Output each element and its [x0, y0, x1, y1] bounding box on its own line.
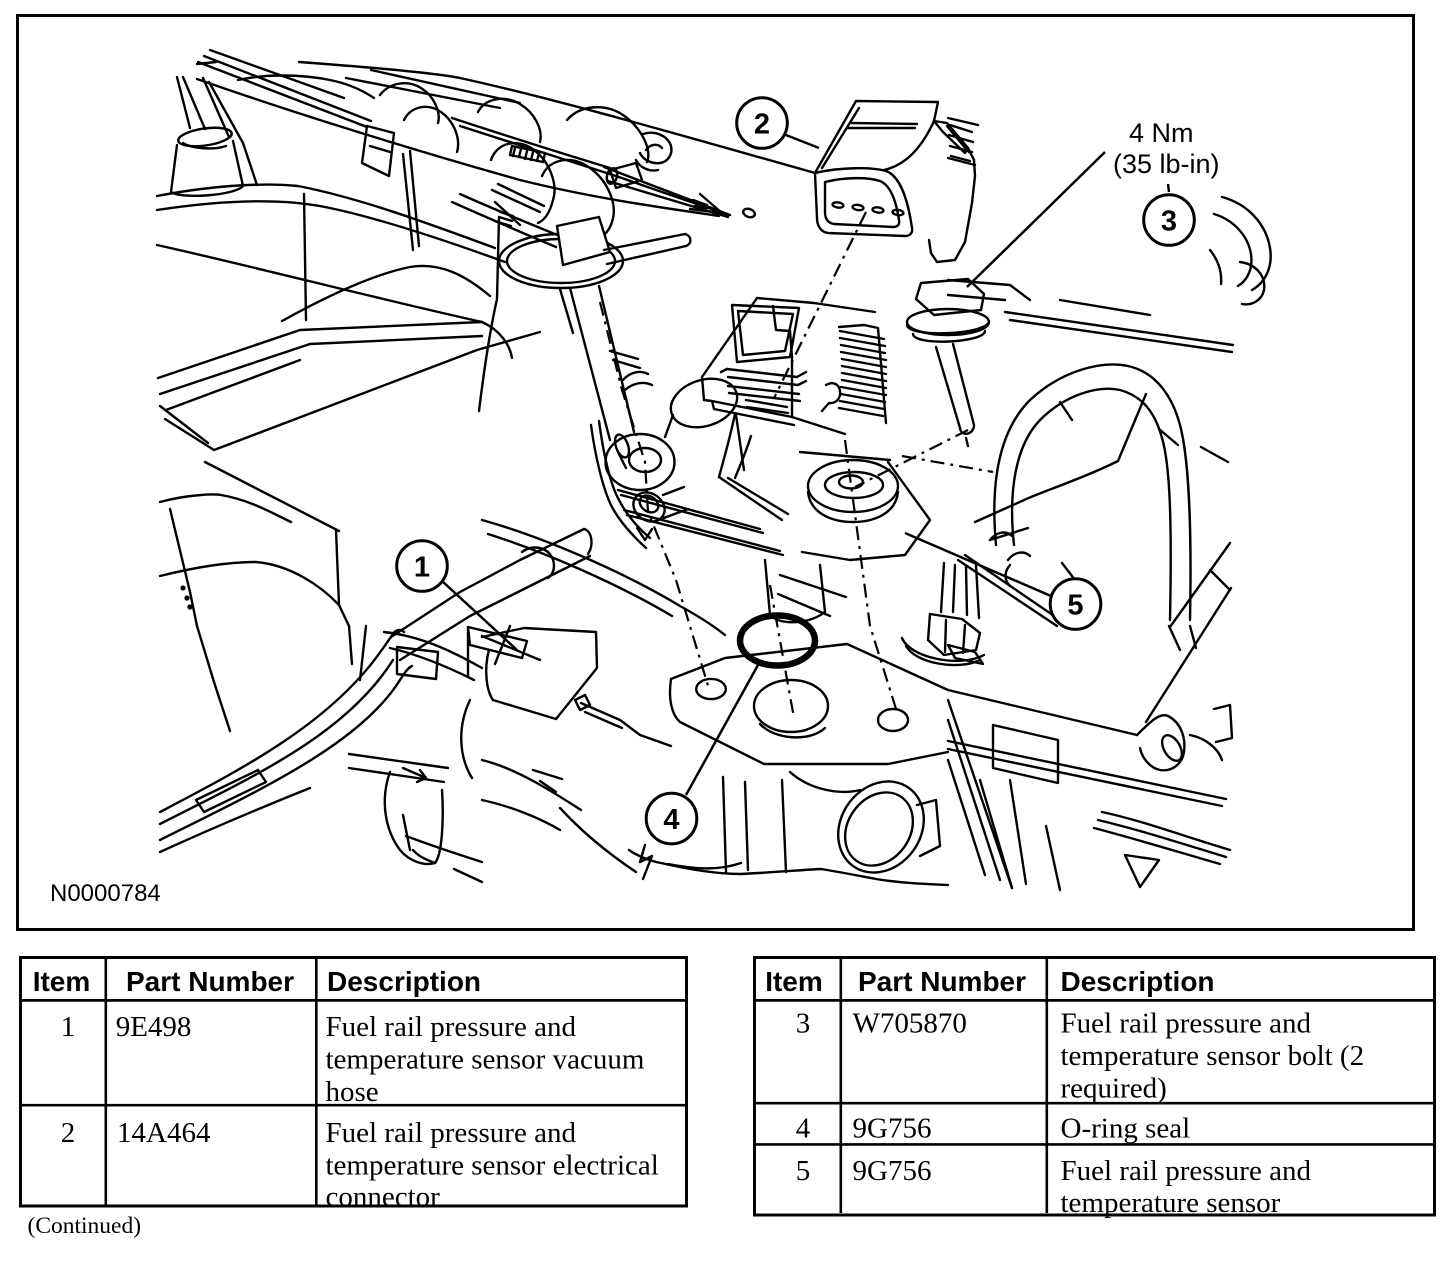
svg-text:required): required)	[1061, 1073, 1167, 1105]
svg-text:1: 1	[414, 552, 430, 584]
svg-text:Fuel rail pressure and: Fuel rail pressure and	[326, 1117, 577, 1149]
svg-text:W705870: W705870	[853, 1008, 967, 1040]
svg-text:connector: connector	[326, 1181, 441, 1213]
svg-text:9E498: 9E498	[116, 1011, 192, 1043]
svg-text:2: 2	[61, 1117, 76, 1149]
svg-text:Fuel rail pressure and: Fuel rail pressure and	[326, 1011, 577, 1043]
svg-text:3: 3	[796, 1008, 811, 1040]
svg-text:2: 2	[754, 109, 770, 141]
svg-text:hose: hose	[326, 1076, 379, 1108]
svg-text:temperature sensor: temperature sensor	[1061, 1187, 1281, 1219]
svg-text:(Continued): (Continued)	[28, 1213, 142, 1239]
svg-text:Item: Item	[33, 966, 91, 997]
svg-text:(35 lb-in): (35 lb-in)	[1113, 149, 1220, 179]
svg-text:Fuel rail pressure and: Fuel rail pressure and	[1061, 1155, 1312, 1187]
svg-text:9G756: 9G756	[853, 1155, 932, 1187]
svg-text:Description: Description	[327, 966, 481, 997]
svg-text:temperature sensor vacuum: temperature sensor vacuum	[326, 1044, 645, 1076]
svg-text:N0000784: N0000784	[50, 880, 161, 907]
svg-text:Fuel rail pressure and: Fuel rail pressure and	[1061, 1008, 1312, 1040]
svg-text:Part Number: Part Number	[858, 966, 1026, 997]
svg-text:temperature sensor bolt (2: temperature sensor bolt (2	[1061, 1040, 1365, 1072]
svg-text:temperature sensor electrical: temperature sensor electrical	[326, 1150, 659, 1182]
svg-text:5: 5	[796, 1155, 811, 1187]
svg-text:4: 4	[663, 804, 679, 836]
svg-text:Description: Description	[1061, 966, 1215, 997]
svg-text:O-ring seal: O-ring seal	[1061, 1113, 1191, 1145]
svg-text:4: 4	[796, 1113, 811, 1145]
svg-text:Part Number: Part Number	[126, 966, 294, 997]
svg-text:9G756: 9G756	[853, 1113, 932, 1145]
svg-text:4 Nm: 4 Nm	[1129, 118, 1194, 148]
svg-text:1: 1	[61, 1011, 76, 1043]
svg-text:Item: Item	[765, 966, 823, 997]
svg-text:5: 5	[1067, 590, 1083, 622]
svg-text:14A464: 14A464	[117, 1117, 211, 1149]
svg-text:3: 3	[1161, 206, 1177, 238]
